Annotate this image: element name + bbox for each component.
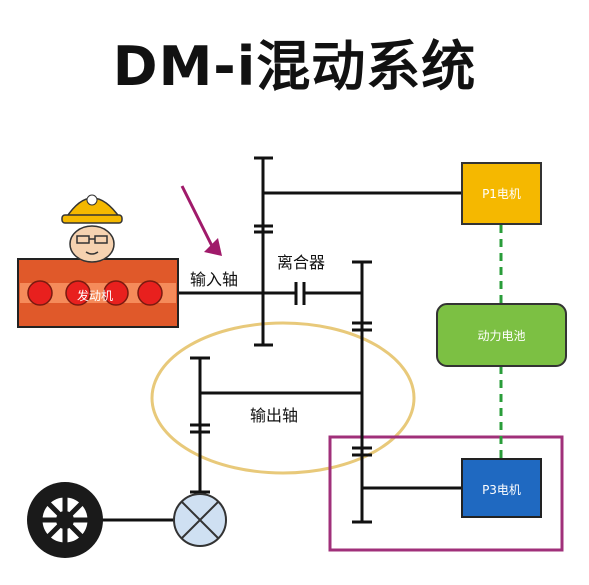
- cylinder-icon: [65, 280, 91, 306]
- p1-motor-label: P1电机: [482, 187, 521, 201]
- page-title: DM-i混动系统: [112, 35, 477, 98]
- p3-frame: [328, 435, 564, 552]
- cylinder-icon: [137, 280, 163, 306]
- wheel-icon: [27, 482, 103, 558]
- battery-box: [436, 303, 567, 367]
- cylinder-icon: [103, 280, 129, 306]
- p3-motor-box: [461, 458, 542, 518]
- gear-shaft-input: [254, 156, 462, 347]
- worker-avatar-icon: [61, 194, 123, 263]
- p1-motor-box: [461, 162, 542, 225]
- p3-motor-label: P3电机: [482, 483, 521, 497]
- battery-label: 动力电池: [477, 329, 526, 343]
- clutch-label: 离合器: [277, 253, 326, 272]
- input-shaft-label: 输入轴: [190, 270, 239, 289]
- input-shaft-line: [178, 282, 362, 305]
- output-shaft-line: [95, 356, 362, 522]
- output-shaft-highlight: [150, 321, 416, 475]
- differential-icon: [173, 493, 227, 547]
- output-shaft-label: 输出轴: [250, 406, 299, 425]
- arrow-icon: [180, 185, 222, 256]
- engine-label: 发动机: [76, 289, 113, 303]
- cylinder-icon: [27, 280, 53, 306]
- gear-shaft-center: [352, 260, 462, 524]
